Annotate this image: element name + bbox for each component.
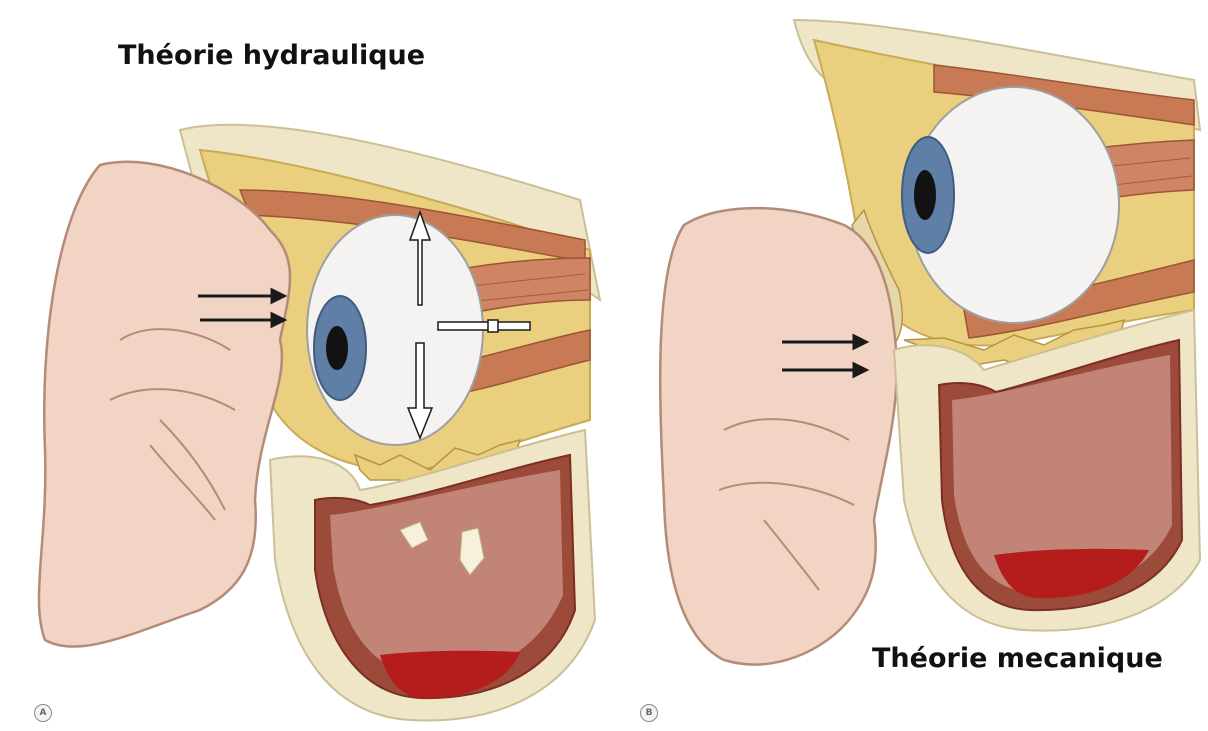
panel-hydraulic-theory: Théorie hydraulique A [0, 0, 604, 731]
panel-mechanical-theory: Théorie mecanique B [604, 0, 1208, 731]
panel-label-b: B [640, 704, 658, 722]
mechanical-illustration [604, 0, 1208, 731]
panel-label-a: A [34, 704, 52, 722]
arrow-right [438, 322, 530, 330]
pupil [326, 326, 348, 370]
title-hydraulic-theory: Théorie hydraulique [118, 40, 425, 71]
hydraulic-illustration [0, 0, 604, 731]
fist [660, 208, 897, 664]
pupil [914, 170, 936, 220]
fist [39, 162, 290, 647]
title-mechanical-theory: Théorie mecanique [872, 643, 1163, 674]
